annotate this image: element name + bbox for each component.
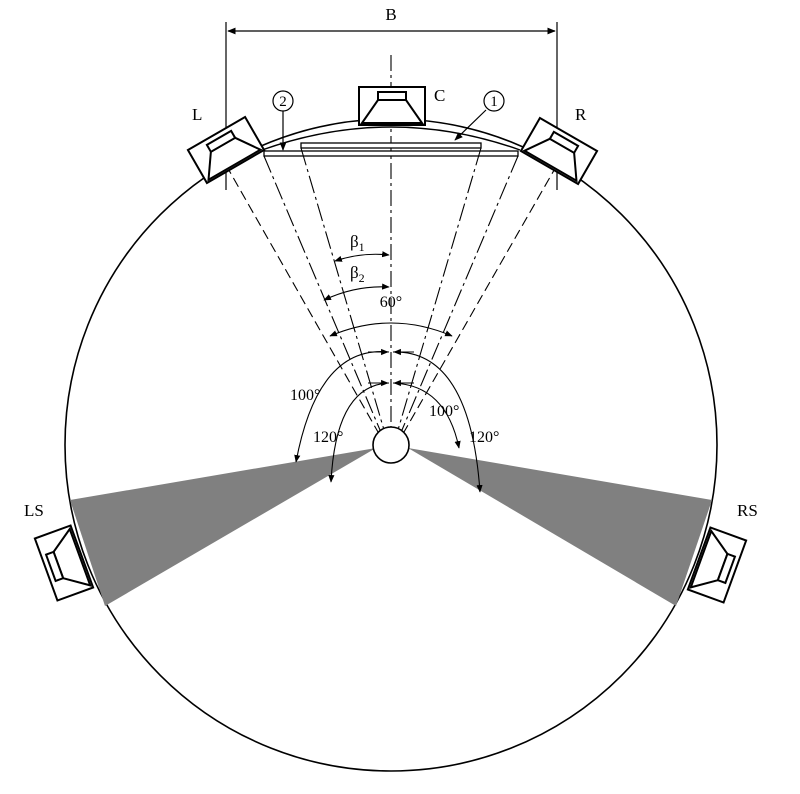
svg-text:2: 2 xyxy=(279,94,287,110)
screen-arc xyxy=(261,126,521,151)
surround-min-arc-left xyxy=(294,351,390,463)
beta1-label: β1 xyxy=(350,232,365,254)
front-angle-arc xyxy=(329,322,453,337)
right-speaker xyxy=(519,116,599,186)
width-label: B xyxy=(385,5,396,24)
screen-2 xyxy=(263,150,519,157)
left-speaker-label: L xyxy=(192,105,202,124)
beta1-arc xyxy=(334,251,390,262)
right-surround-label: RS xyxy=(737,501,758,520)
beta2-arc xyxy=(323,283,390,301)
center-speaker xyxy=(358,86,426,126)
left-surround-speaker xyxy=(33,524,95,602)
screen-1 xyxy=(300,142,482,149)
left-surround-zone xyxy=(70,448,376,606)
right-surround-speaker xyxy=(686,526,748,604)
listener-position xyxy=(372,426,410,464)
left-surround-label: LS xyxy=(24,501,44,520)
surround-min-label-left: 100° xyxy=(290,387,320,404)
marker-1: 1 xyxy=(454,90,505,141)
center-speaker-label: C xyxy=(434,86,445,105)
svg-text:1: 1 xyxy=(490,94,498,110)
right-surround-zone xyxy=(408,448,712,606)
surround-min-label-right: 100° xyxy=(429,403,459,420)
right-speaker-label: R xyxy=(575,105,587,124)
surround-max-label-left: 120° xyxy=(313,429,343,446)
front-angle-label: 60° xyxy=(380,294,402,311)
beta2-label: β2 xyxy=(350,263,365,285)
surround-max-label-right: 120° xyxy=(469,429,499,446)
surround-min-arc-right xyxy=(392,382,461,449)
surround-max-arc-left xyxy=(328,382,390,483)
surround-max-arc-right xyxy=(392,351,483,493)
marker-2: 2 xyxy=(272,90,294,151)
left-speaker xyxy=(186,115,266,185)
